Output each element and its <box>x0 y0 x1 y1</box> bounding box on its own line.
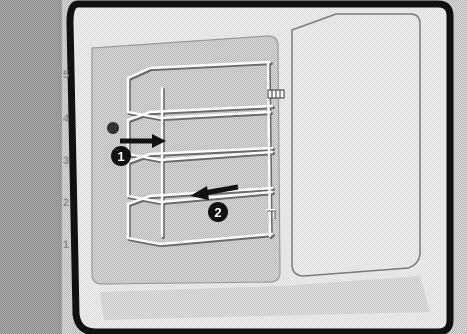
callout-2: 2 <box>208 202 228 222</box>
level-label-4: 4 <box>63 113 70 125</box>
arrow-unhook-icon <box>190 184 239 200</box>
callout-1: 1 <box>111 146 131 166</box>
cavity-floor <box>100 276 430 320</box>
level-label-1: 1 <box>63 239 69 251</box>
level-label-2: 2 <box>63 197 69 209</box>
level-label-3: 3 <box>63 155 69 167</box>
arrow-pull-out-icon <box>120 134 166 148</box>
level-label-5: 5 <box>63 69 69 81</box>
left-edge-strip <box>0 0 62 334</box>
rail-screw-icon <box>267 89 285 99</box>
front-mount-knob <box>107 122 119 134</box>
callout-1-number: 1 <box>117 149 124 164</box>
callout-2-number: 2 <box>214 205 221 220</box>
rail-hook-icon <box>266 209 276 219</box>
rear-wall <box>291 13 421 277</box>
